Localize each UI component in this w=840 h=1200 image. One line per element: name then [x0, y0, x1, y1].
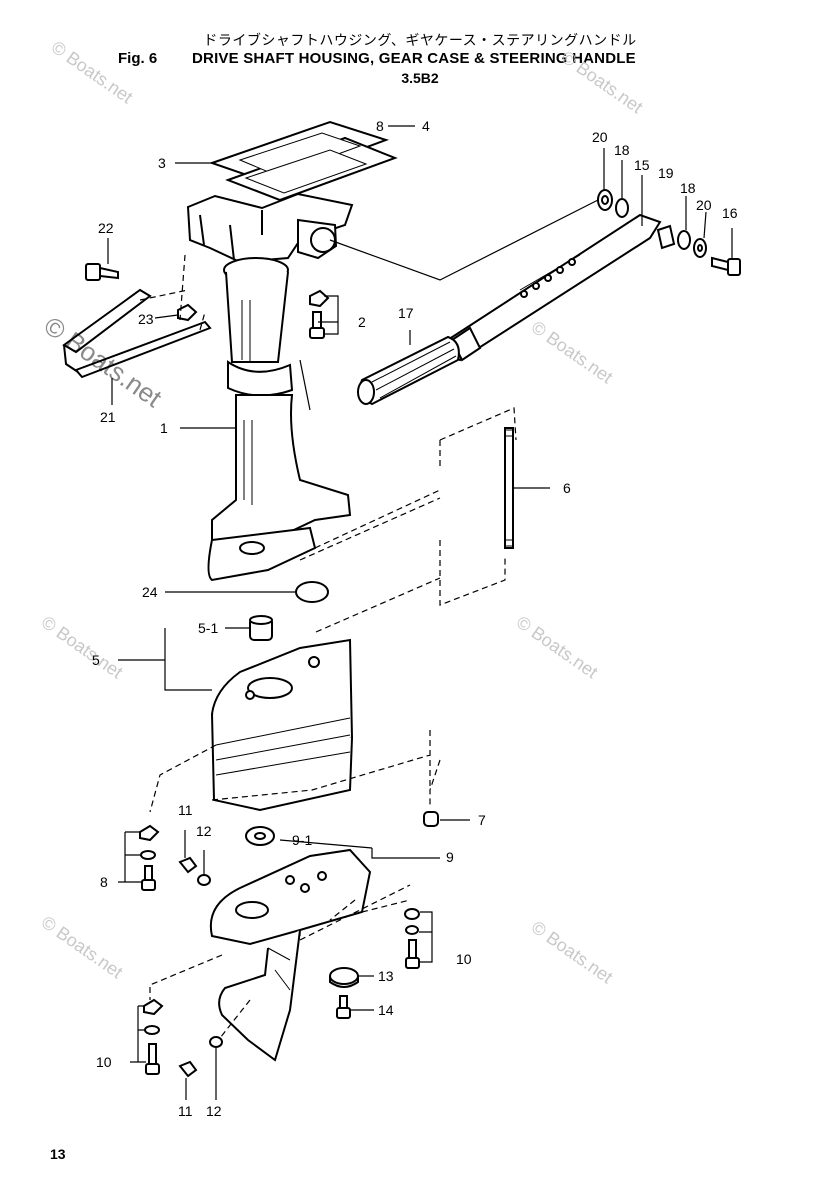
bolt-14: [336, 995, 351, 1019]
callout-9-1: 9-1: [292, 832, 312, 848]
callout-21: 21: [100, 409, 116, 425]
callout-10-b: 10: [456, 951, 472, 967]
callout-14: 14: [378, 1002, 394, 1018]
japanese-title: ドライブシャフトハウジング、ギヤケース・ステアリングハンドル: [203, 33, 637, 49]
bracket-21: [62, 288, 212, 379]
callout-15: 15: [634, 157, 650, 173]
water-tube-6: [504, 427, 514, 549]
screw-11: [178, 856, 198, 874]
bolt-set-8: [139, 824, 160, 891]
callout-18-b: 18: [680, 180, 696, 196]
callout-3: 3: [158, 155, 166, 171]
steering-hardware: [597, 189, 741, 276]
page-number: 13: [50, 1146, 66, 1162]
bolt-22: [85, 263, 119, 281]
screw-11-lower: [178, 1060, 198, 1078]
nut-23: [177, 303, 198, 322]
washer-12: [197, 874, 211, 886]
callout-10-a: 10: [96, 1054, 112, 1070]
gear-case-9: [209, 848, 372, 1062]
callout-17: 17: [398, 305, 414, 321]
steering-handle: [438, 213, 662, 362]
watermark: © Boats.net: [558, 47, 647, 117]
callout-13: 13: [378, 968, 394, 984]
callout-12-b: 12: [206, 1103, 222, 1119]
plug-24: [295, 581, 329, 603]
callout-9: 9: [446, 849, 454, 865]
callout-2: 2: [358, 314, 366, 330]
callout-1: 1: [160, 420, 168, 436]
seal-9-1: [245, 826, 275, 846]
callout-11-b: 11: [178, 1103, 193, 1119]
gasket-set: [208, 120, 398, 202]
watermark: © Boats.net: [513, 612, 602, 682]
callout-19: 19: [658, 165, 674, 181]
watermark: © Boats.net: [38, 612, 127, 682]
callout-5: 5: [92, 652, 100, 668]
callout-24: 24: [142, 584, 158, 600]
seal-5-1: [249, 615, 273, 641]
watermark: © Boats.net: [48, 37, 137, 107]
upper-casing-5: [210, 638, 354, 812]
callout-12-a: 12: [196, 823, 212, 839]
bolt-2: [309, 289, 330, 339]
callout-16: 16: [722, 205, 738, 221]
drive-shaft-housing: [207, 257, 352, 582]
drive-shaft-housing-top: [186, 192, 354, 264]
callout-4: 4: [422, 118, 430, 134]
callout-8-top: 8: [376, 118, 384, 134]
callout-20-a: 20: [592, 129, 608, 145]
callout-labels: 3 8 4 22 23 2 17 21 1 20 18 15 19 18 20 …: [92, 118, 738, 1119]
callout-23: 23: [138, 311, 154, 327]
washer-12-lower: [209, 1036, 223, 1048]
anode-13: [329, 967, 359, 988]
callout-22: 22: [98, 220, 114, 236]
bolt-set-10-left: [143, 998, 164, 1075]
watermark: © Boats.net: [528, 317, 617, 387]
callout-20-b: 20: [696, 197, 712, 213]
watermark: © Boats.net: [38, 912, 127, 982]
page-title: DRIVE SHAFT HOUSING, GEAR CASE & STEERIN…: [192, 50, 636, 67]
grip-17: [357, 335, 460, 406]
leader-lines: [107, 125, 733, 1100]
model-number: 3.5B2: [401, 70, 439, 86]
callout-8: 8: [100, 874, 108, 890]
callout-18-a: 18: [614, 142, 630, 158]
callout-5-1: 5-1: [198, 620, 218, 636]
callout-7: 7: [478, 812, 486, 828]
watermark: © Boats.net: [528, 917, 617, 987]
bolt-set-10-right: [404, 908, 420, 969]
grommet-7: [423, 811, 439, 827]
callout-6: 6: [563, 480, 571, 496]
hidden-lines: [139, 254, 517, 1039]
figure-label: Fig. 6: [118, 50, 158, 67]
callout-11-a: 11: [178, 802, 193, 818]
